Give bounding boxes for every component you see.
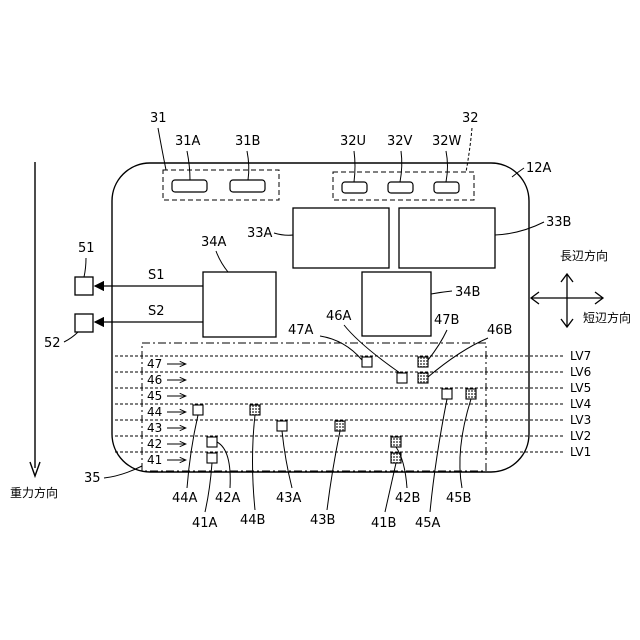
element-33A — [293, 208, 389, 268]
element-33B — [399, 208, 495, 268]
label-LV2: LV2 — [570, 429, 591, 443]
sensor-46A — [397, 373, 407, 383]
sensor-41A — [207, 453, 217, 463]
label-S1: S1 — [148, 268, 165, 283]
label-LV1: LV1 — [570, 445, 591, 459]
label-42A: 42A — [215, 491, 241, 506]
label-35: 35 — [84, 471, 101, 486]
terminal-52 — [75, 314, 93, 332]
terminal-51 — [75, 277, 93, 295]
element-32V — [388, 182, 413, 193]
long-side-direction-label: 長辺方向 — [560, 248, 608, 263]
label-41A: 41A — [192, 516, 218, 531]
element-31A — [172, 180, 207, 192]
label-31: 31 — [150, 111, 167, 126]
label-41B: 41B — [371, 516, 396, 531]
label-32U: 32U — [340, 134, 366, 149]
label-LV6: LV6 — [570, 365, 591, 379]
label-34B: 34B — [455, 285, 480, 300]
group-31 — [163, 170, 279, 200]
level-lines — [115, 356, 565, 452]
label-32V: 32V — [387, 134, 413, 149]
gravity-direction-label: 重力方向 — [10, 485, 58, 500]
label-34A: 34A — [201, 235, 227, 250]
sensor-47A — [362, 357, 372, 367]
label-46B: 46B — [487, 323, 512, 338]
label-12A: 12A — [526, 161, 552, 176]
sensor-43B — [335, 421, 345, 431]
sensor-43A — [277, 421, 287, 431]
sensor-42A — [207, 437, 217, 447]
row-label-46: 46 — [147, 373, 162, 387]
label-44A: 44A — [172, 491, 198, 506]
label-42B: 42B — [395, 491, 420, 506]
body-12A — [112, 163, 529, 472]
label-47B: 47B — [434, 313, 459, 328]
row-label-47: 47 — [147, 357, 162, 371]
element-32W — [434, 182, 459, 193]
label-45A: 45A — [415, 516, 441, 531]
row-label-45: 45 — [147, 389, 162, 403]
label-44B: 44B — [240, 513, 265, 528]
label-32: 32 — [462, 111, 479, 126]
label-46A: 46A — [326, 309, 352, 324]
label-33A: 33A — [247, 226, 273, 241]
label-31B: 31B — [235, 134, 260, 149]
sensor-44A — [193, 405, 203, 415]
label-LV7: LV7 — [570, 349, 591, 363]
label-47A: 47A — [288, 323, 314, 338]
label-33B: 33B — [546, 215, 571, 230]
label-45B: 45B — [446, 491, 471, 506]
element-34A — [203, 272, 276, 337]
label-S2: S2 — [148, 304, 165, 319]
sensor-46B — [418, 373, 428, 383]
label-51: 51 — [78, 241, 95, 256]
label-LV5: LV5 — [570, 381, 591, 395]
row-label-44: 44 — [147, 405, 162, 419]
row-arrows — [167, 364, 186, 460]
label-LV3: LV3 — [570, 413, 591, 427]
sensor-45B — [466, 389, 476, 399]
sensor-41B — [391, 453, 401, 463]
element-34B — [362, 272, 431, 336]
gravity-direction-arrow — [30, 162, 40, 476]
label-31A: 31A — [175, 134, 201, 149]
sensor-44B — [250, 405, 260, 415]
label-43A: 43A — [276, 491, 302, 506]
sensor-45A — [442, 389, 452, 399]
row-label-42: 42 — [147, 437, 162, 451]
sensor-47B — [418, 357, 428, 367]
label-43B: 43B — [310, 513, 335, 528]
label-52: 52 — [44, 336, 61, 351]
element-31B — [230, 180, 265, 192]
row-label-41: 41 — [147, 453, 162, 467]
label-LV4: LV4 — [570, 397, 591, 411]
element-32U — [342, 182, 367, 193]
sensor-42B — [391, 437, 401, 447]
short-side-direction-label: 短辺方向 — [583, 310, 631, 325]
label-32W: 32W — [432, 134, 462, 149]
row-label-43: 43 — [147, 421, 162, 435]
